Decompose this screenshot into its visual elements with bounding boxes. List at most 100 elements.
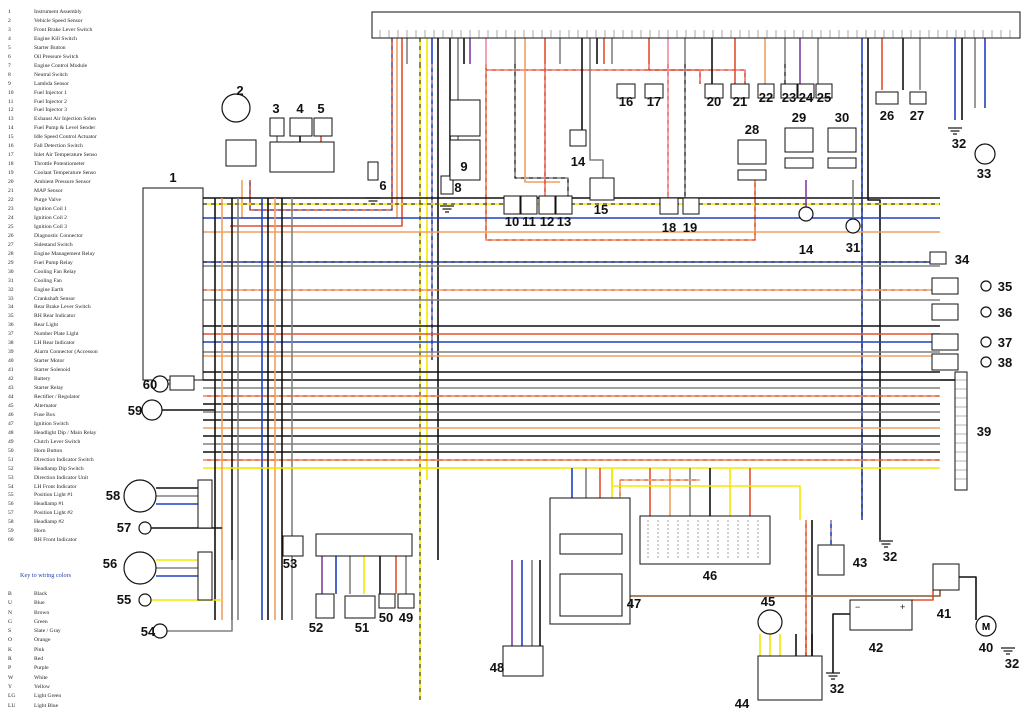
wiring-color-code: S — [8, 628, 12, 635]
legend-item-name: Starter Solenoid — [34, 367, 71, 374]
wiring-color-name: Orange — [34, 637, 51, 644]
component-number-label: 49 — [399, 610, 413, 625]
legend-item-name: Exhaust Air Injection Solen — [34, 116, 96, 123]
component-number-label: 59 — [128, 403, 142, 418]
legend-item-number: 55 — [8, 492, 14, 499]
legend-item-number: 35 — [8, 313, 14, 320]
legend-item: 57 Position Light #2 — [8, 509, 140, 518]
component-number-label: 14 — [799, 242, 814, 257]
wire — [230, 64, 403, 227]
legend-item-number: 9 — [8, 80, 11, 87]
wiring-color-name: Red — [34, 656, 44, 663]
headlamp-2 — [123, 479, 157, 513]
component-number-label: 50 — [379, 610, 393, 625]
legend-item-number: 8 — [8, 71, 11, 78]
legend-item-name: Coolant Temperature Senso — [34, 170, 96, 177]
legend-item-number: 34 — [8, 304, 14, 311]
legend-item-name: Instrument Assembly — [34, 9, 82, 15]
position-light-1 — [138, 593, 152, 607]
component-number-label: 54 — [141, 624, 156, 639]
relay-connector — [827, 157, 857, 169]
legend-item-number: 37 — [8, 331, 14, 338]
component-number-label: 12 — [540, 214, 554, 229]
legend-item-number: 57 — [8, 510, 14, 517]
legend-item-name: Crankshaft Sensor — [34, 295, 76, 302]
legend-item-name: Direction Indicator Switch — [34, 456, 94, 463]
rear-light-connector — [931, 277, 959, 295]
wire-tracer — [514, 64, 569, 196]
alternator — [757, 609, 783, 635]
rear-brake-switch — [929, 251, 947, 265]
wiring-color-name: Yellow — [34, 683, 50, 690]
sensor-connector — [616, 83, 636, 99]
vehicle-speed-sensor — [221, 93, 251, 123]
component-number-label: 9 — [460, 159, 467, 174]
component-number-label: 3 — [272, 101, 279, 116]
legend-item-name: Position Light #2 — [34, 510, 73, 517]
component-layer — [123, 11, 1021, 701]
position-light-2 — [138, 521, 152, 535]
component-number-label: 1 — [169, 170, 176, 185]
component-number-label: 29 — [792, 110, 806, 125]
wiring-color-name: Slate / Gray — [34, 628, 61, 635]
legend-item-number: 27 — [8, 241, 14, 248]
wire — [167, 560, 233, 632]
legend-item-name: Starter Button — [34, 44, 66, 51]
throttle-potentiometer — [659, 197, 679, 215]
relay — [784, 127, 814, 153]
headlight-relay — [502, 645, 544, 677]
legend-item-number: 59 — [8, 528, 14, 535]
switch-cube-connector — [315, 533, 413, 557]
legend-item-number: 32 — [8, 286, 14, 293]
legend-item-number: 15 — [8, 134, 14, 141]
component-number-label: 6 — [379, 178, 386, 193]
wiring-color-item: S Slate / Gray — [8, 627, 140, 636]
headlamp-dip-switch — [315, 593, 335, 619]
fuel-injector — [555, 195, 573, 215]
legend-item-name: Starter Relay — [34, 385, 64, 392]
legend-item-name: Cooling Fan — [34, 277, 62, 284]
legend-item-number: 3 — [8, 26, 11, 33]
instrument-assembly — [142, 187, 204, 381]
legend-item-number: 6 — [8, 53, 11, 60]
legend-item-number: 17 — [8, 152, 14, 159]
fuse-box — [639, 515, 771, 565]
wire — [959, 576, 977, 620]
wire — [630, 564, 941, 597]
component-number-label: 53 — [283, 556, 297, 571]
legend-item-number: 1 — [8, 9, 11, 15]
component-number-label: 51 — [355, 620, 369, 635]
speed-sensor-connector — [225, 139, 257, 167]
wiring-key-title: Key to wiring colors — [20, 572, 72, 579]
legend-item-number: 22 — [8, 197, 14, 204]
legend-item-name: Ignition Switch — [34, 420, 69, 427]
relay — [737, 139, 767, 165]
wire — [912, 590, 934, 601]
legend-item-number: 44 — [8, 393, 14, 400]
legend-item-number: 28 — [8, 250, 14, 257]
legend-item-number: 29 — [8, 259, 14, 266]
legend-item-name: Fuel Injector 3 — [34, 107, 67, 114]
wire — [648, 64, 701, 84]
component-number-label: 32 — [883, 549, 897, 564]
component-number-label: 13 — [557, 214, 571, 229]
direction-indicator-unit — [282, 535, 304, 557]
component-number-label: 31 — [846, 240, 860, 255]
battery-minus: − — [855, 602, 860, 612]
